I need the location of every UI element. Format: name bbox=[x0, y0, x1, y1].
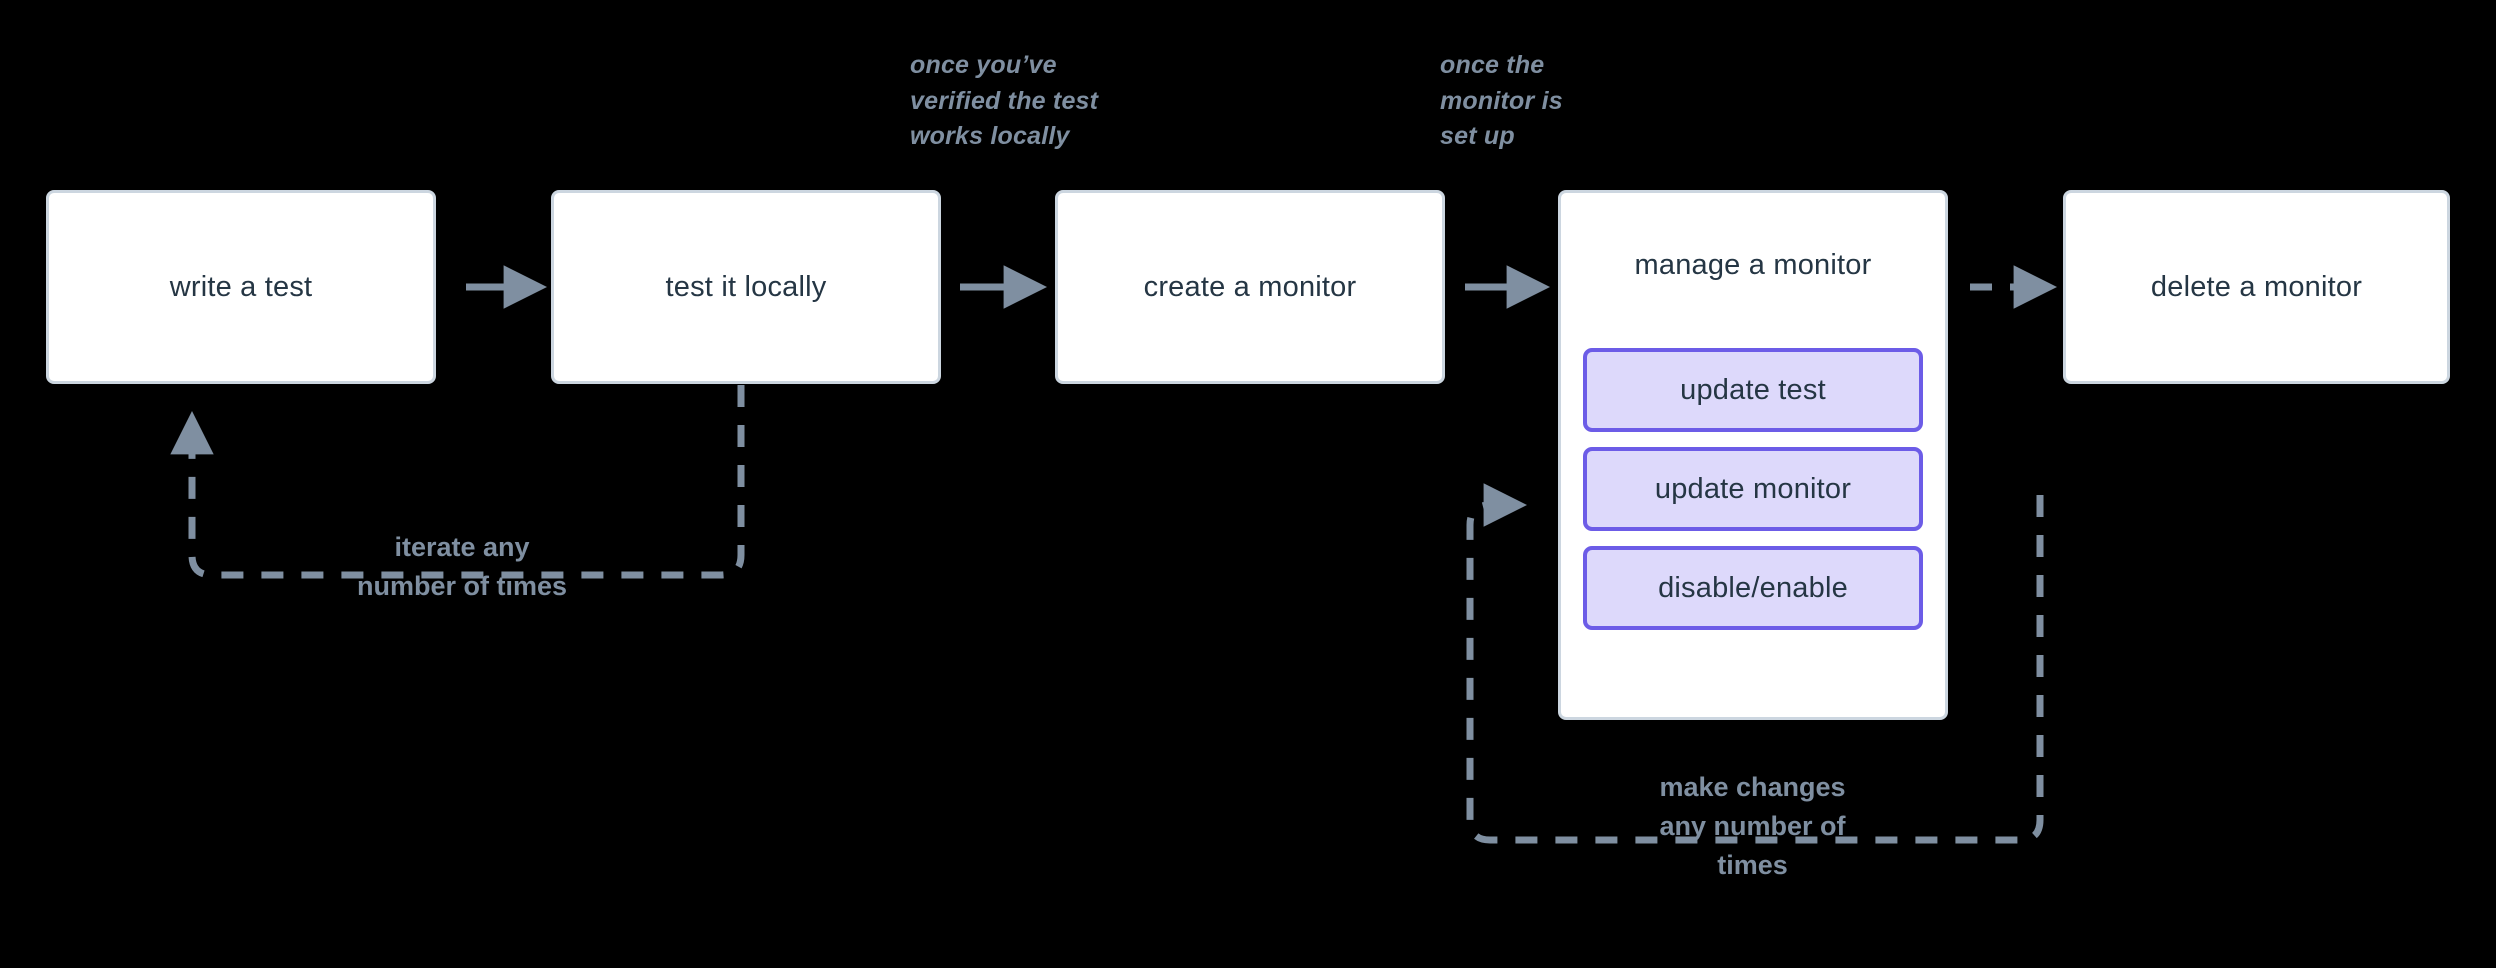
loop-label-make-changes: make changes any number of times bbox=[1659, 772, 1846, 881]
node-manage-a-monitor-label: manage a monitor bbox=[1634, 249, 1872, 281]
node-delete-a-monitor-label: delete a monitor bbox=[2150, 270, 2363, 303]
node-write-a-test[interactable]: write a test bbox=[46, 190, 436, 384]
annotation-once-verified: once you’ve verified the test works loca… bbox=[910, 51, 1099, 150]
sub-node-update-test-label: update test bbox=[1680, 373, 1826, 406]
sub-node-disable-enable-label: disable/enable bbox=[1658, 571, 1848, 604]
node-delete-a-monitor[interactable]: delete a monitor bbox=[2063, 190, 2450, 384]
sub-node-update-monitor[interactable]: update monitor bbox=[1583, 447, 1923, 531]
annotation-once-monitor-set-up: once the monitor is set up bbox=[1440, 51, 1563, 150]
node-test-it-locally-label: test it locally bbox=[665, 270, 827, 303]
loop-label-iterate: iterate any number of times bbox=[356, 532, 568, 602]
sub-node-update-monitor-label: update monitor bbox=[1654, 472, 1852, 505]
node-manage-a-monitor[interactable]: manage a monitor update test update moni… bbox=[1558, 190, 1948, 720]
node-create-a-monitor[interactable]: create a monitor bbox=[1055, 190, 1445, 384]
sub-node-update-test[interactable]: update test bbox=[1583, 348, 1923, 432]
sub-node-disable-enable[interactable]: disable/enable bbox=[1583, 546, 1923, 630]
node-test-it-locally[interactable]: test it locally bbox=[551, 190, 941, 384]
node-create-a-monitor-label: create a monitor bbox=[1143, 270, 1357, 303]
node-write-a-test-label: write a test bbox=[169, 270, 313, 303]
